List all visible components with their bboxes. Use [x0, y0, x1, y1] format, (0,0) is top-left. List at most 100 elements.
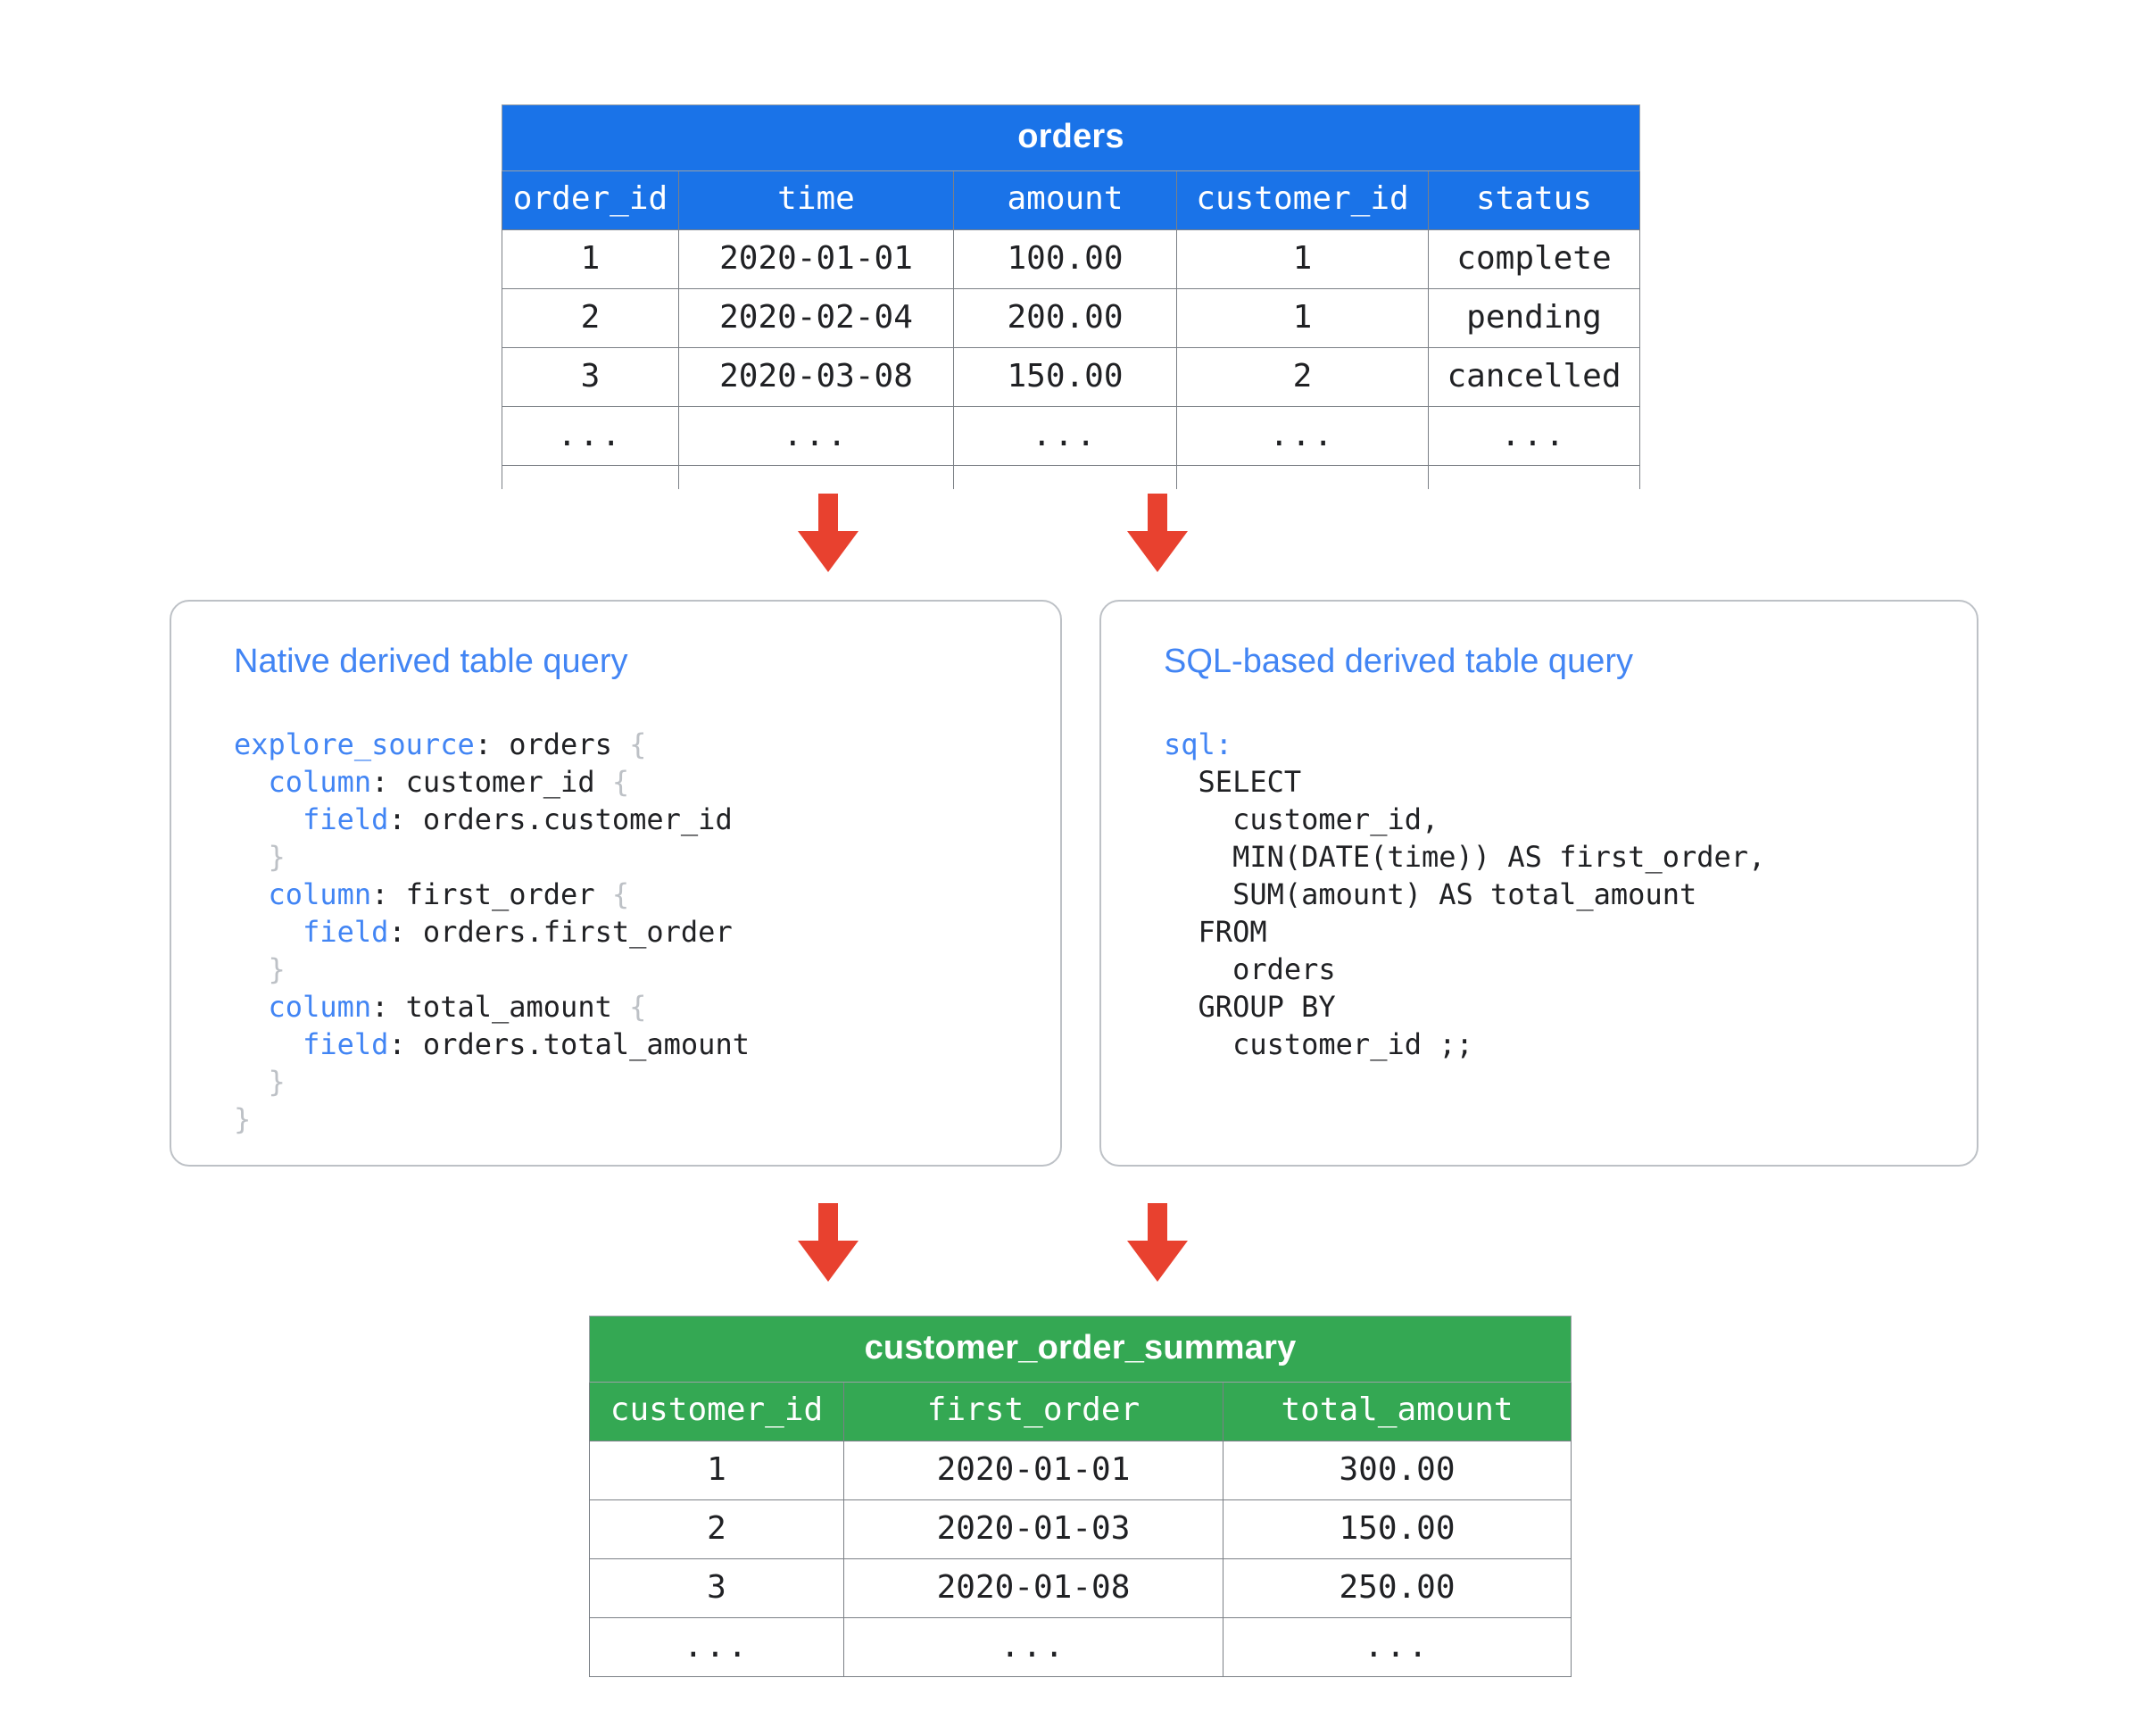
code-line: column: customer_id {: [234, 763, 1060, 801]
code-token: : customer_id: [371, 765, 612, 799]
code-token: [234, 915, 303, 949]
sql-panel-heading: SQL-based derived table query: [1164, 643, 1633, 680]
table-cell: 2020-01-08: [843, 1558, 1223, 1618]
arrow-shaft: [1148, 494, 1167, 535]
table-cell: 2: [589, 1499, 844, 1559]
table-cell: [1176, 465, 1429, 489]
code-token: [234, 802, 303, 836]
arrow-down-icon-orders-to-native: [798, 494, 858, 572]
orders-column-header-amount: amount: [953, 170, 1177, 230]
table-cell: 1: [589, 1441, 844, 1500]
sql-panel-code-block: sql: SELECT customer_id, MIN(DATE(time))…: [1164, 726, 1977, 1063]
code-token: sql: [1164, 727, 1215, 761]
orders-column-header-order-id: order_id: [502, 170, 679, 230]
table-cell: 200.00: [953, 288, 1177, 348]
code-line: MIN(DATE(time)) AS first_order,: [1164, 838, 1977, 876]
code-line: orders: [1164, 951, 1977, 988]
customer-order-summary-table: customer_order_summary customer_id first…: [588, 1316, 1572, 1677]
code-line: customer_id,: [1164, 801, 1977, 838]
code-token: }: [268, 1065, 286, 1099]
code-line: field: orders.first_order: [234, 913, 1060, 951]
code-token: : first_order: [371, 877, 612, 911]
code-token: {: [611, 877, 630, 911]
table-cell: ...: [1176, 406, 1429, 466]
table-cell: 2020-01-01: [843, 1441, 1223, 1500]
table-cell: 1: [1176, 288, 1429, 348]
table-cell: 2020-01-01: [678, 229, 954, 289]
orders-table-title: orders: [502, 104, 1640, 171]
table-cell: cancelled: [1428, 347, 1640, 407]
code-token: [234, 952, 269, 986]
table-cell: complete: [1428, 229, 1640, 289]
table-row: ...............: [502, 406, 1640, 466]
code-token: :: [1215, 727, 1233, 761]
table-cell: [502, 465, 679, 489]
arrow-head: [798, 531, 858, 572]
summary-column-header-total-amount: total_amount: [1222, 1382, 1572, 1441]
table-cell: 100.00: [953, 229, 1177, 289]
code-token: customer_id ;;: [1164, 1027, 1473, 1061]
code-token: : total_amount: [371, 990, 630, 1024]
code-token: {: [629, 990, 647, 1024]
table-cell: ...: [1222, 1617, 1572, 1677]
table-row-clipped: [502, 465, 1640, 489]
code-line: }: [234, 1101, 1060, 1138]
code-line: }: [234, 1063, 1060, 1101]
orders-column-header-customer-id: customer_id: [1176, 170, 1429, 230]
table-cell: pending: [1428, 288, 1640, 348]
arrow-down-icon-native-to-summary: [798, 1203, 858, 1282]
code-token: [234, 990, 269, 1024]
table-cell: 150.00: [953, 347, 1177, 407]
code-token: customer_id,: [1164, 802, 1439, 836]
code-token: orders: [1164, 952, 1336, 986]
code-line: explore_source: orders {: [234, 726, 1060, 763]
summary-column-header-first-order: first_order: [843, 1382, 1223, 1441]
code-token: : orders.total_amount: [388, 1027, 750, 1061]
code-token: : orders.first_order: [388, 915, 733, 949]
code-token: SELECT: [1164, 765, 1302, 799]
code-line: field: orders.total_amount: [234, 1026, 1060, 1063]
code-token: SUM(amount) AS total_amount: [1164, 877, 1697, 911]
table-cell: 3: [502, 347, 679, 407]
table-cell: 2020-02-04: [678, 288, 954, 348]
code-line: }: [234, 951, 1060, 988]
code-token: [234, 877, 269, 911]
code-line: FROM: [1164, 913, 1977, 951]
code-line: customer_id ;;: [1164, 1026, 1977, 1063]
code-token: field: [303, 915, 389, 949]
code-token: }: [268, 840, 286, 874]
code-token: [234, 840, 269, 874]
table-cell: 2020-03-08: [678, 347, 954, 407]
code-token: }: [234, 1102, 252, 1136]
arrow-down-icon-sql-to-summary: [1127, 1203, 1188, 1282]
code-line: column: total_amount {: [234, 988, 1060, 1026]
code-line: SELECT: [1164, 763, 1977, 801]
code-token: GROUP BY: [1164, 990, 1336, 1024]
code-token: [234, 1027, 303, 1061]
code-line: GROUP BY: [1164, 988, 1977, 1026]
native-panel-heading: Native derived table query: [234, 643, 628, 680]
arrow-shaft: [1148, 1203, 1167, 1244]
table-row: .........: [589, 1617, 1572, 1677]
code-token: }: [268, 952, 286, 986]
code-token: [234, 765, 269, 799]
code-line: sql:: [1164, 726, 1977, 763]
code-token: {: [629, 727, 647, 761]
table-cell: [678, 465, 954, 489]
table-cell: 1: [1176, 229, 1429, 289]
arrow-shaft: [818, 1203, 838, 1244]
table-cell: ...: [502, 406, 679, 466]
table-cell: ...: [589, 1617, 844, 1677]
code-line: field: orders.customer_id: [234, 801, 1060, 838]
code-line: }: [234, 838, 1060, 876]
table-cell: [1428, 465, 1640, 489]
table-cell: 2: [1176, 347, 1429, 407]
code-token: MIN(DATE(time)) AS first_order,: [1164, 840, 1766, 874]
orders-column-header-status: status: [1428, 170, 1640, 230]
